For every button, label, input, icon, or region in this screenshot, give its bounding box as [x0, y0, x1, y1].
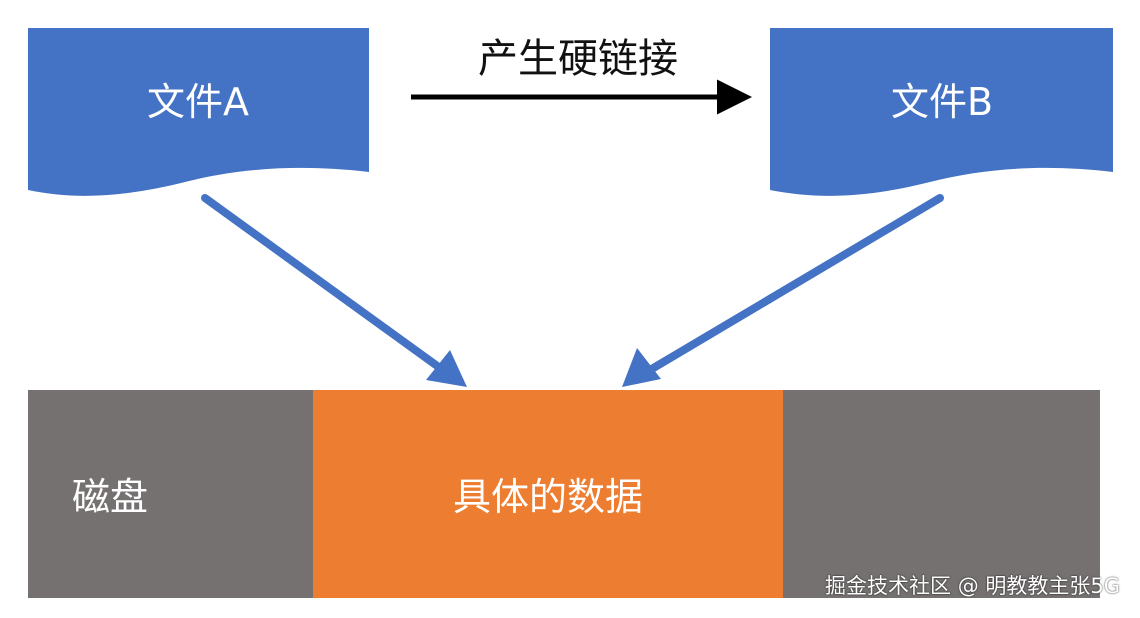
- data-block-label: 具体的数据: [453, 475, 643, 519]
- file-a-label: 文件A: [147, 80, 249, 124]
- disk-label: 磁盘: [72, 475, 148, 519]
- hard-link-label: 产生硬链接: [478, 36, 678, 82]
- file-a-document-shape: [28, 28, 369, 196]
- file-a-pointer-arrow: [201, 194, 467, 387]
- watermark-text: 掘金技术社区 @ 明教教主张5G: [825, 574, 1120, 598]
- file-b-document-shape: [770, 28, 1113, 196]
- file-b-pointer-arrow: [622, 194, 944, 387]
- file-b-label: 文件B: [891, 80, 993, 124]
- data-block: [313, 390, 783, 598]
